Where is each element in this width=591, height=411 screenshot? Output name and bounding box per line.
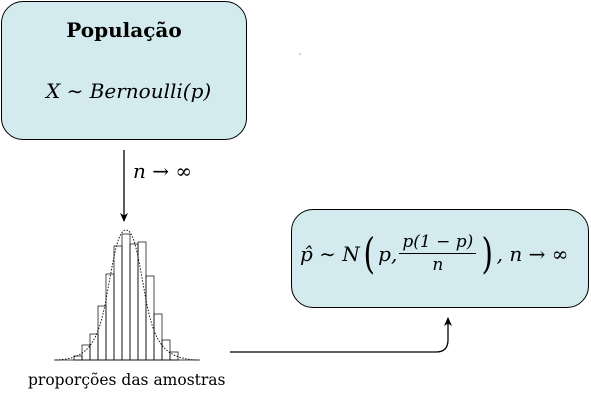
normal-curve (55, 229, 199, 361)
histogram-bar (145, 275, 155, 361)
speck-mark (299, 53, 301, 55)
histogram-bar (169, 351, 179, 361)
histogram-bar (113, 245, 123, 361)
formula-lhs: p̂ ∼ N (300, 241, 360, 266)
open-paren: ( (363, 228, 375, 278)
fraction-numerator: p(1 − p) (399, 232, 477, 254)
formula-fraction: p(1 − p) n (399, 232, 477, 275)
result-formula: p̂ ∼ N ( p, p(1 − p) n ) , n → ∞ (300, 232, 568, 275)
close-paren: ) (481, 228, 494, 278)
population-box: População X ∼ Bernoulli(p) (1, 1, 247, 140)
histogram-bar (105, 273, 115, 361)
histogram-bar (161, 339, 171, 361)
population-distribution: X ∼ Bernoulli(p) (46, 79, 212, 103)
histogram-bar (121, 233, 131, 361)
population-title: População (66, 18, 182, 42)
histogram-bar (97, 305, 107, 361)
formula-tail: , n → ∞ (496, 241, 569, 266)
formula-first-arg: p, (378, 241, 398, 266)
histogram-bar (153, 313, 163, 361)
result-box: p̂ ∼ N ( p, p(1 − p) n ) , n → ∞ (291, 209, 589, 308)
histogram-bar (89, 333, 99, 361)
arrow-label: n → ∞ (133, 159, 193, 183)
result-arrow (230, 317, 452, 353)
histogram (73, 233, 179, 361)
histogram-caption: proporções das amostras (28, 371, 226, 389)
fraction-denominator: n (432, 255, 444, 275)
histogram-bar (137, 241, 147, 361)
histogram-bar (129, 243, 139, 361)
